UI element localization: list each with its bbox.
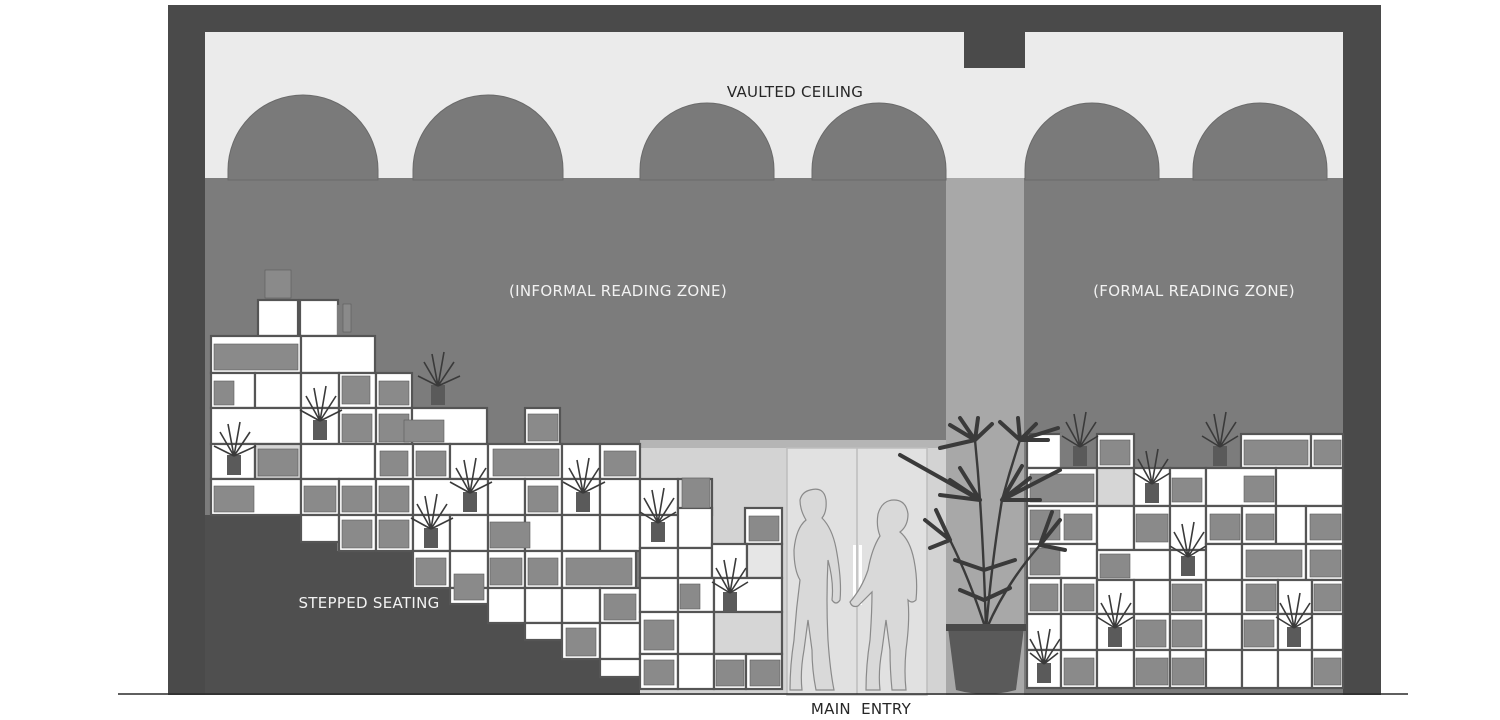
shelf-plants bbox=[213, 351, 1313, 683]
vault-arch bbox=[1192, 102, 1328, 181]
plant-icon bbox=[711, 557, 749, 612]
people-silhouettes bbox=[789, 488, 918, 691]
stepped-seating bbox=[205, 515, 640, 695]
vault-arch bbox=[811, 102, 947, 181]
plant-icon bbox=[639, 487, 677, 542]
plant-icon bbox=[562, 457, 606, 512]
formal-zone-label: (FORMAL READING ZONE) bbox=[1093, 282, 1295, 300]
door-handle bbox=[859, 545, 862, 605]
vault-arch bbox=[227, 94, 379, 181]
main-entry-label: MAIN ENTRY bbox=[811, 700, 912, 718]
person-silhouette bbox=[789, 488, 842, 691]
plant-icon bbox=[410, 493, 454, 548]
ceiling-beam bbox=[964, 32, 1025, 68]
plant-icon bbox=[1275, 592, 1313, 647]
informal-zone-label: (INFORMAL READING ZONE) bbox=[509, 282, 727, 300]
palm-plant-icon bbox=[898, 416, 1067, 694]
plant-icon bbox=[213, 421, 257, 475]
stepped-seating-label: STEPPED SEATING bbox=[298, 594, 439, 612]
ceiling-label: VAULTED CEILING bbox=[727, 83, 863, 101]
vault-arches bbox=[227, 94, 1328, 181]
vault-arch bbox=[412, 94, 564, 181]
plant-icon bbox=[417, 351, 461, 405]
planter-pot bbox=[948, 628, 1024, 694]
door-handle bbox=[853, 545, 856, 605]
plant-icon bbox=[1133, 448, 1171, 503]
plant-icon bbox=[1096, 592, 1134, 647]
plant-icon bbox=[1061, 411, 1099, 466]
plant-icon bbox=[1029, 628, 1061, 683]
vault-arch bbox=[639, 102, 775, 181]
plant-icon bbox=[299, 385, 343, 440]
entry-bookshelf bbox=[638, 477, 784, 691]
plant-icon bbox=[1169, 521, 1207, 576]
person-silhouette bbox=[849, 499, 918, 691]
vault-arch bbox=[1024, 102, 1160, 181]
plant-icon bbox=[1201, 411, 1239, 466]
plant-icon bbox=[449, 457, 493, 512]
book-rows bbox=[213, 269, 1342, 687]
